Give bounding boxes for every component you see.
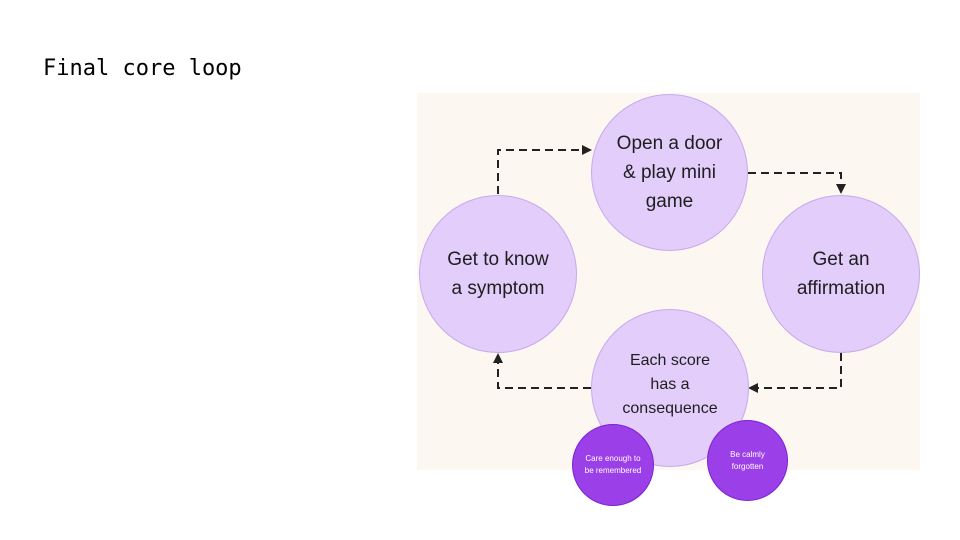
arrow-score-to-symptom: [493, 353, 591, 389]
node-open-door: Open a door & play mini game: [591, 94, 748, 251]
slide-title: Final core loop: [43, 56, 242, 81]
node-get-affirmation-label: Get an affirmation: [796, 249, 886, 299]
node-open-door-label: Open a door & play mini game: [616, 133, 723, 212]
node-score-consequence-label: Each score has a consequence: [622, 352, 718, 417]
outcome-forgotten: Be calmly forgotten: [707, 420, 788, 501]
arrow-affirmation-to-score: [748, 353, 842, 393]
outcome-forgotten-label: Be calmly forgotten: [730, 449, 765, 471]
arrow-door-to-affirmation: [748, 172, 846, 194]
arrow-symptom-to-door: [497, 145, 592, 194]
outcome-remembered: Care enough to be remembered: [572, 424, 654, 506]
node-know-symptom-label: Get to know a symptom: [447, 249, 549, 299]
node-get-affirmation: Get an affirmation: [762, 195, 920, 353]
node-score-consequence: Each score has a consequence: [591, 309, 749, 467]
node-know-symptom: Get to know a symptom: [419, 195, 577, 353]
outcome-remembered-label: Care enough to be remembered: [584, 454, 642, 475]
